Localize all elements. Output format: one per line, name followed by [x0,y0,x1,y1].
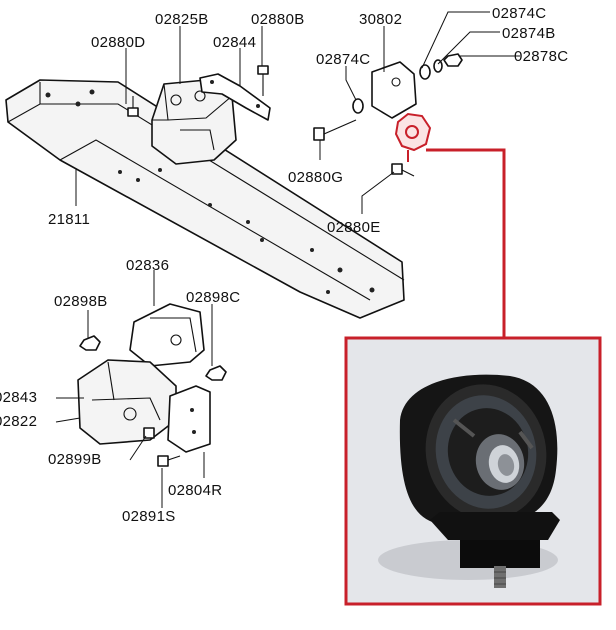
crossmember-21811 [5,79,405,319]
washers-02874 [352,53,463,114]
bolt-02880E [391,163,415,177]
label-02822: 02822 [0,413,37,430]
label-02898C: 02898C [186,289,240,306]
label-02836: 02836 [126,257,169,274]
bracket-30802 [371,61,417,119]
photo-inset [344,336,602,606]
nut-02898B [79,335,101,351]
label-02880D: 02880D [91,34,145,51]
label-02880E: 02880E [327,219,381,236]
label-02878C: 02878C [514,48,568,65]
nut-02898C [205,365,227,381]
bracket-02844 [199,73,271,121]
bracket-02804R [167,385,211,453]
label-02844: 02844 [213,34,256,51]
bracket-02836 [129,303,205,367]
label-02899B: 02899B [48,451,102,468]
label-02898B: 02898B [54,293,108,310]
highlighted-mount [394,112,432,162]
label-02874C-top: 02874C [492,5,546,22]
bolt-02880B [257,65,269,96]
bolt-02899B [143,427,155,439]
callout-line [426,148,506,338]
label-02880B: 02880B [251,11,305,28]
bolt-02891S [157,455,181,467]
label-02874B: 02874B [502,25,556,42]
engine-mount-02825B [151,79,237,165]
part-labels: 02825B 02880B 30802 02874C 02874B 02878C… [0,5,568,525]
label-02825B: 02825B [155,11,209,28]
label-02880G: 02880G [288,169,343,186]
label-02804R: 02804R [168,482,222,499]
label-02843: 02843 [0,389,37,406]
label-02874C-mid: 02874C [316,51,370,68]
label-21811: 21811 [48,211,90,228]
bolt-02880D [127,96,139,117]
mount-body-02843 [77,359,177,445]
label-02891S: 02891S [122,508,176,525]
label-30802: 30802 [359,11,402,28]
bolt-02880G [313,119,357,141]
leader-lines [55,11,520,508]
